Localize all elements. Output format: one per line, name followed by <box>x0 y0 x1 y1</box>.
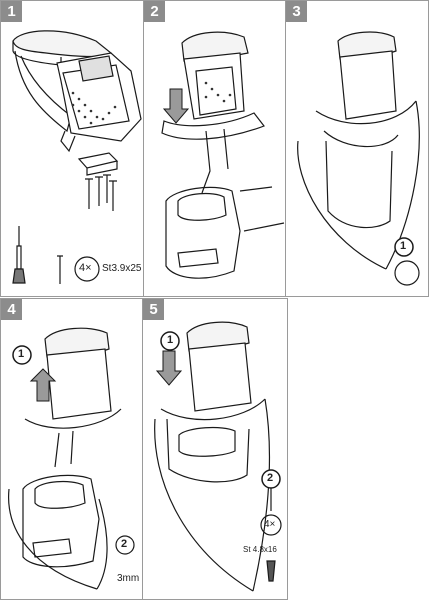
callout-2-label: 2 <box>121 538 128 550</box>
screw-count-label: 4× <box>264 519 276 530</box>
armrest-remove-illustration <box>8 327 135 590</box>
callout-2-label: 2 <box>267 472 274 484</box>
step-number-badge: 5 <box>143 299 164 320</box>
step-number-badge: 4 <box>1 299 22 320</box>
step-number-badge: 3 <box>286 1 307 22</box>
empty-area <box>288 298 429 600</box>
step-1-panel: 1 4× St3.9x25 <box>0 0 146 297</box>
armrest-install-illustration <box>161 31 285 279</box>
step-3-panel: 3 1 <box>285 0 429 297</box>
drill-size-label: 3mm <box>117 573 140 584</box>
screw-spec-label: St 4.8x16 <box>243 545 277 554</box>
armrest-fasten-illustration <box>154 321 282 592</box>
step-4-panel: 4 1 2 3mm <box>0 298 145 600</box>
step-2-panel: 2 <box>143 0 288 297</box>
armrest-strap-illustration <box>297 31 420 286</box>
screw-count-label: 4× <box>79 262 92 274</box>
step-5-panel: 5 1 2 4× St 4.8x16 <box>142 298 288 600</box>
step-number-badge: 1 <box>1 1 22 22</box>
callout-label: 1 <box>400 240 407 252</box>
step-number-badge: 2 <box>144 1 165 22</box>
callout-1-label: 1 <box>167 334 174 346</box>
callout-1-label: 1 <box>18 348 25 360</box>
screw-spec-label: St3.9x25 <box>102 263 142 274</box>
armrest-exploded-illustration <box>12 30 142 284</box>
